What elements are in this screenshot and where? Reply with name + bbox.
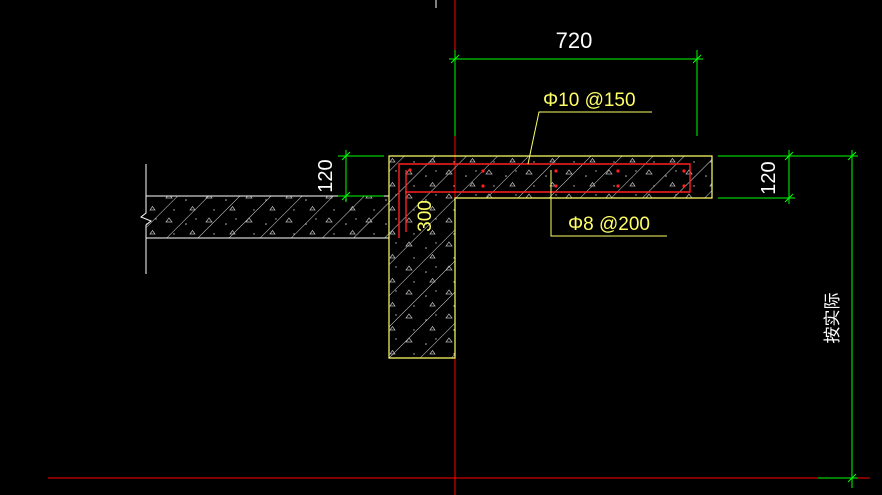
dimension-slab-left	[338, 150, 384, 202]
dimension-slab-right	[718, 150, 795, 204]
rebar-dist-label: Φ8 @200	[568, 214, 650, 235]
dimension-vertical-right	[795, 150, 858, 488]
dimension-beam-label: 300	[415, 200, 436, 232]
top-rebar	[398, 163, 691, 238]
dimension-slab-left-label: 120	[315, 159, 337, 192]
leader-top-rebar	[527, 111, 652, 165]
side-note-label: 按实际	[823, 293, 842, 344]
rebar-top-label: Φ10 @150	[543, 90, 636, 111]
dimension-width	[449, 50, 703, 136]
dimension-slab-right-label: 120	[758, 161, 780, 194]
distribution-bars	[408, 168, 686, 188]
rebar	[398, 163, 691, 238]
leader-distribution	[550, 170, 667, 237]
dimension-width-label: 720	[556, 28, 593, 53]
concrete-outline	[388, 155, 713, 359]
left-slab	[146, 195, 389, 239]
